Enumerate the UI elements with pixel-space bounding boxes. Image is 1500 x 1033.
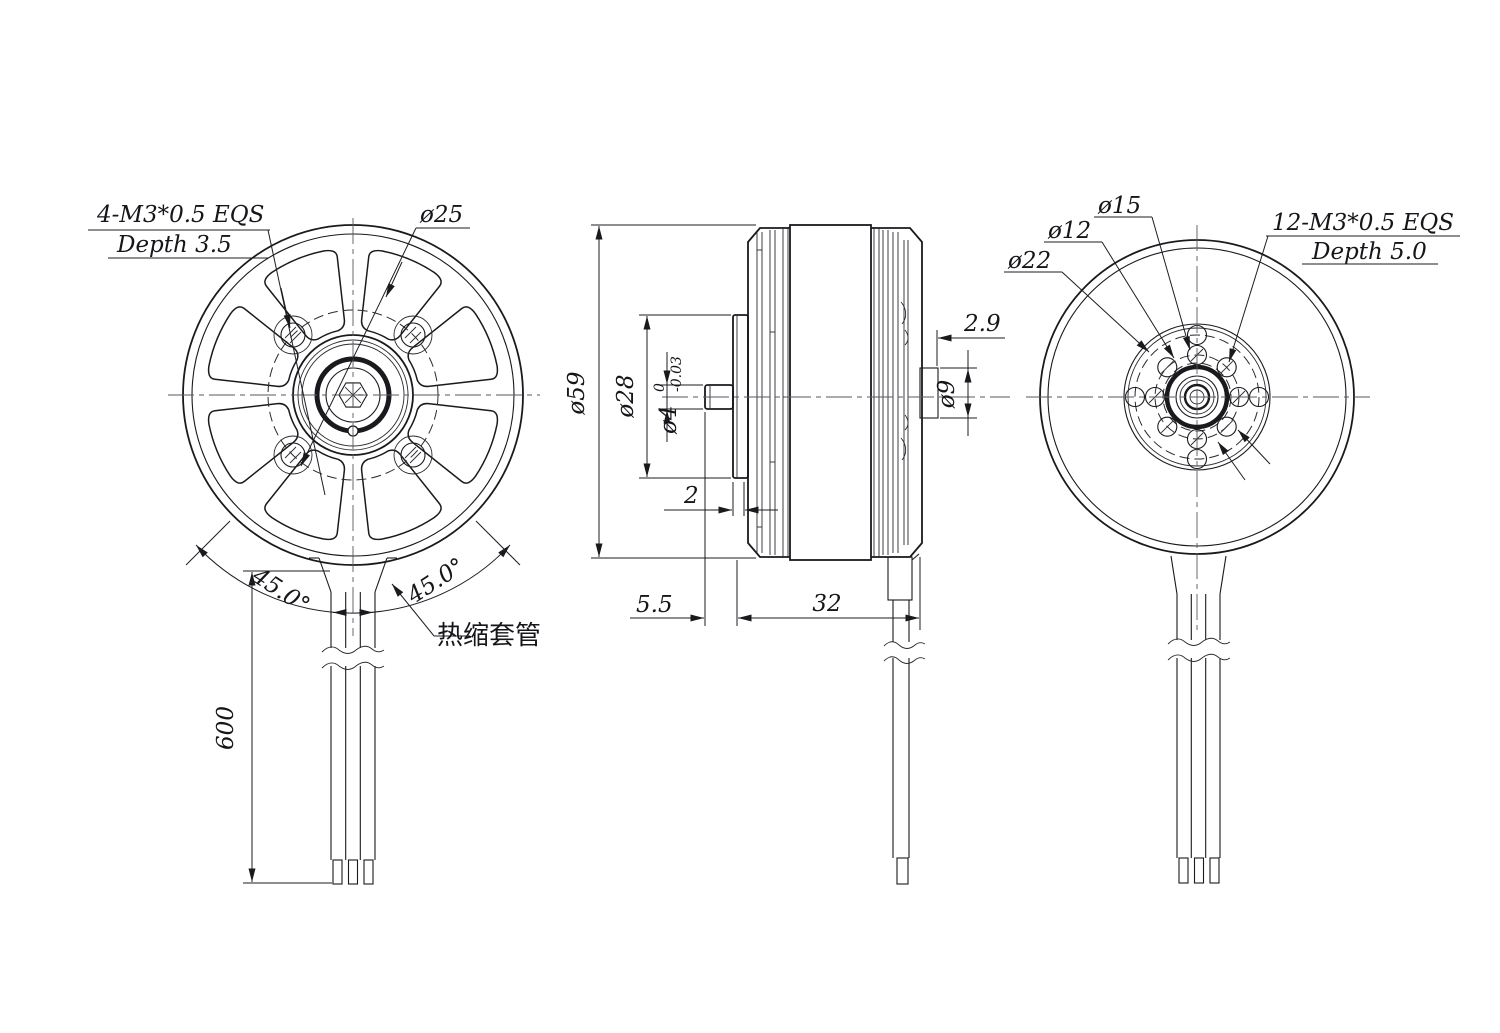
front-screw-holes (273, 315, 433, 475)
screw-hole (393, 315, 433, 355)
break-line (321, 661, 385, 670)
lead-length-label: 600 (213, 706, 239, 750)
wire-tips (1178, 857, 1220, 884)
side-body (704, 224, 939, 561)
side-dimensions (591, 224, 1005, 630)
dia-12-label: ø12 (1047, 218, 1091, 244)
end-lip-label: 2.9 (963, 311, 1001, 337)
flange-dia-label: ø28 (613, 374, 639, 418)
side-labels: ø59 ø28 ø4 0 -0.03 2.9 ø9 2 5.5 32 (564, 311, 1001, 618)
outer-dia-label: ø59 (564, 371, 590, 415)
angle-arc (195, 544, 511, 614)
front-thread-callout: 4-M3*0.5 EQS (96, 202, 264, 228)
body-length-label: 32 (812, 591, 841, 617)
front-spoke-cutouts (207, 249, 499, 541)
wire-boss-dia-label: ø9 (934, 380, 960, 409)
bolt-circle-dia-label: ø25 (419, 202, 463, 228)
mount-flange (732, 314, 749, 479)
break-line (321, 645, 385, 654)
dia-15-label: ø15 (1097, 193, 1141, 219)
left-fins (756, 227, 789, 558)
wire-exit-boss (919, 367, 939, 419)
shaft-extension-label: 5.5 (636, 592, 673, 618)
front-cable (309, 557, 397, 885)
rear-thread-callout: 12-M3*0.5 EQS (1272, 210, 1454, 236)
front-depth-callout: Depth 3.5 (116, 232, 232, 258)
rear-labels: ø22 ø12 ø15 12-M3*0.5 EQS Depth 5.0 (1007, 193, 1454, 274)
flange-thickness-label: 2 (683, 483, 699, 509)
dia-22-label: ø22 (1007, 248, 1051, 274)
svg-text:ø4: ø4 (656, 406, 682, 435)
rear-cable (1167, 555, 1231, 884)
front-view: 4-M3*0.5 EQS Depth 3.5 ø25 45.0° 45.0° 热… (88, 202, 541, 885)
svg-text:0: 0 (652, 383, 668, 392)
svg-text:-0.03: -0.03 (669, 356, 685, 392)
stator-can (789, 224, 872, 561)
rear-dimensions (1004, 216, 1460, 481)
shaft-dia-label: ø4 0 -0.03 (652, 356, 685, 435)
angle-right-label: 45.0° (402, 553, 470, 610)
front-dimensions (88, 227, 521, 884)
wire-tip (896, 857, 909, 885)
bolt-circle-22 (1134, 334, 1260, 460)
right-fins (873, 227, 909, 558)
wire-tips (332, 859, 374, 885)
sleeve-label: 热缩套管 (437, 621, 541, 651)
side-view: ø59 ø28 ø4 0 -0.03 2.9 ø9 2 5.5 32 (564, 224, 1010, 885)
wire-bundle (1176, 594, 1221, 858)
wire-bundle (330, 592, 376, 860)
shrink-sleeve (318, 557, 388, 593)
side-cable (883, 553, 926, 885)
rear-view: ø22 ø12 ø15 12-M3*0.5 EQS Depth 5.0 (1004, 193, 1460, 884)
screw-hole (393, 435, 433, 475)
rear-depth-callout: Depth 5.0 (1311, 239, 1427, 265)
